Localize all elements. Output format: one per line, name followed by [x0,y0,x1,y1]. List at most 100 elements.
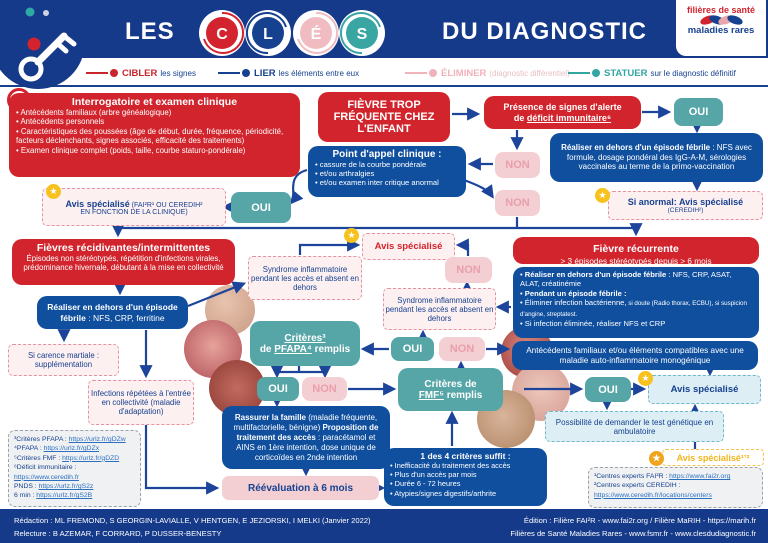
star-icon: ★ [638,371,653,386]
legend-dot [242,69,250,77]
pill-oui-pfapa: OUI [257,377,299,401]
bilan-b1: Réaliser en dehors d'un épisode fébrile [524,270,667,279]
svg-text:É: É [311,24,322,43]
legend-eliminer: Éliminer (diagnostic différentiel) [405,64,570,82]
node-interrogatoire: Interrogatoire et examen clinique Antécé… [9,93,300,177]
alerte-line1: Présence de signes d'alerte [503,101,622,112]
footer-relecture: Relecture : B AZEMAR, F CORRARD, P DUSSE… [14,529,222,538]
footnote-link[interactable]: https://www.fai2r.org [669,473,731,480]
node-test-genetique: Possibilité de demander le test génétiqu… [545,411,724,442]
avis-rest2: EN FONCTION DE LA CLINIQUE) [80,208,188,216]
node-avis-specialise-jaune: ★ Avis spécialisé¹ʼ² [649,449,764,466]
logo-filieres-maladies-rares: filières de santé maladies rares [676,0,766,56]
node-infections-repetees: Infections répétées à l'entrée en collec… [88,380,194,425]
logo-wave-icon [676,13,766,27]
node-criteres-fmf: Critères de FMF⁵ remplis [398,368,503,411]
logo-line2: maladies rares [687,25,755,36]
footnote-link[interactable]: https://urlz.fr/gS2z [38,483,94,491]
bullet-item: Durée 6 - 72 heures [390,479,541,488]
bilan-r3b: si doute (Radio thorax, ECBU), si suspic… [520,300,747,318]
svg-text:S: S [357,26,368,43]
pfapa-l2a: de [259,343,275,355]
bullet-item: et/ou arthralgies [315,169,459,178]
footnote-text: 6 min : [14,492,37,500]
node-1-des-4-criteres: 1 des 4 critères suffit : Inefficacité d… [384,448,547,506]
legend-line [86,72,108,74]
legend-line [218,72,240,74]
node-body: Épisodes non stéréotypés, répétition d'i… [23,254,224,272]
star-icon: ★ [649,451,664,466]
pill-oui-deficit: OUI [674,98,723,126]
footnote-text: ³Critères PFAPA : [14,436,69,443]
node-title: Fièvre récurrente [593,243,679,255]
legend-lier: Lier les éléments entre eux [218,64,359,82]
alerte-underline: déficit immunitaire⁶ [526,112,612,123]
bilan-rest: : NFS, CRP, ferritine [85,312,165,323]
node-syndrome-inflammatoire-1: Syndrome inflammatoire pendant les accès… [248,256,362,300]
bullet-item: Antécédents personnels [16,117,293,126]
node-fievres-recidivantes: Fièvres récidivantes/intermittentes Épis… [12,239,235,285]
node-rassurer-famille: Rassurer la famille (maladie fréquente, … [222,406,390,469]
legend-dot [110,69,118,77]
bilan-bold: Réaliser en dehors d'un épisode fébrile [561,142,711,152]
footer-filieres-line: Filières de Santé Maladies Rares - www.f… [510,529,756,538]
node-signes-alerte-deficit: Présence de signes d'alerte de déficit i… [484,96,641,129]
logo-line1: filières de santé [686,5,756,15]
node-antecedents-monogenique: Antécédents familiaux et/ou éléments com… [512,341,758,370]
rassurer-r2: : paracétamol et AINS en 1ère intention,… [236,432,376,462]
node-title: Interrogatoire et examen clinique [71,96,238,108]
node-title: Fièvres récidivantes/intermittentes [36,242,211,254]
node-realiser-ferritine: Réaliser en dehors d'un épisode fébrile … [37,296,188,329]
cles-letter-circles: C L É S [198,9,394,57]
bullet-item: et/ou examen inter critique anormal [315,178,459,187]
alerte-prefix: de [513,112,527,123]
pfapa-l2b: PFAPA⁴ [274,343,312,355]
node-bilan-recurrente: Réaliser en dehors d'un épisode fébrile … [513,267,759,338]
svg-text:C: C [216,26,228,43]
bilan-r3a: Éliminer infection bactérienne, [524,298,627,308]
node-syndrome-inflammatoire-2: Syndrome inflammatoire pendant les accès… [383,288,496,330]
legend-statuer: Statuer sur le diagnostic définitif [568,64,736,82]
avis-rest1: (FAI²R¹ OU CEREDIH² [129,201,203,209]
pill-non-deficit: NON [495,152,540,178]
star-icon: ★ [344,228,359,243]
footnote-link[interactable]: https://urlz.fr/gDZw [68,436,126,443]
separator-line [0,85,768,87]
footer-credits: Rédaction : ML FREMOND, S GEORGIN-LAVIAL… [14,514,371,540]
node-body: > 3 épisodes stéréotypés depuis > 6 mois [560,257,712,266]
node-point-appel-clinique: Point d'appel clinique : cassure de la c… [308,146,466,197]
pill-non-pfapa: NON [302,377,347,401]
node-avis-specialise-clinique: Avis spécialisé (FAI²R¹ OU CEREDIH² EN F… [42,188,226,226]
pill-oui-fmf: OUI [391,337,434,361]
footnote-link[interactable]: https://urlz.fr/gDZx [43,445,100,453]
node-criteres-pfapa: Critères³ de PFAPA⁴ remplis [250,321,360,366]
pfapa-l1: Critères³ [284,332,326,344]
bullet-item: Examen clinique complet (poids, taille, … [16,146,293,155]
footnote-link[interactable]: https://urlz.fr/gS2B [36,492,93,500]
fmf-l2b: FMF⁵ [418,389,444,401]
avis-bold: Avis spécialisé [65,198,130,209]
star-icon: ★ [46,184,61,199]
si-anormal-sub: (CEREDIH²) [667,207,704,214]
bilan-r4: Si infection éliminée, réaliser NFS et C… [520,319,752,328]
footnote-text: ⁶Déficit immunitaire : [14,464,77,472]
node-reevaluation: Réévaluation à 6 mois [222,476,379,500]
rassurer-r1: (maladie fréquente, multifactorielle, bé… [233,412,378,432]
footnote-link[interactable]: https://urlz.fr/gDZD [62,454,120,462]
bullet-item: cassure de la courbe pondérale [315,160,459,169]
pill-oui-monogenique: OUI [585,377,631,402]
footnote-link[interactable]: https://www.ceredih.fr/locations/centers [594,491,712,499]
footnote-link[interactable]: https://www.ceredih.fr [14,473,79,481]
footnotes-left: ³Critères PFAPA : https://urlz.fr/gDZw ⁴… [8,430,141,507]
footer-bar: Rédaction : ML FREMOND, S GEORGIN-LAVIAL… [0,509,768,543]
footer-redaction: Rédaction : ML FREMOND, S GEORGIN-LAVIAL… [14,516,371,525]
footer-edition-line: Édition : Filière FAI²R - www.fai2r.org … [523,516,756,525]
si-anormal-bold: Si anormal: Avis spécialisé [627,197,744,207]
footnote-text: ¹Centres experts FAI²R : [594,473,670,480]
footnote-text: ²Centres experts CEREDIH : [594,482,681,490]
node-si-anormal-avis: Si anormal: Avis spécialisé (CEREDIH²) [608,191,763,220]
node-avis-specialise-genetique: Avis spécialisé [648,375,761,404]
star-icon: ★ [595,188,610,203]
avis-jaune-label: Avis spécialisé¹ʼ² [676,452,750,463]
